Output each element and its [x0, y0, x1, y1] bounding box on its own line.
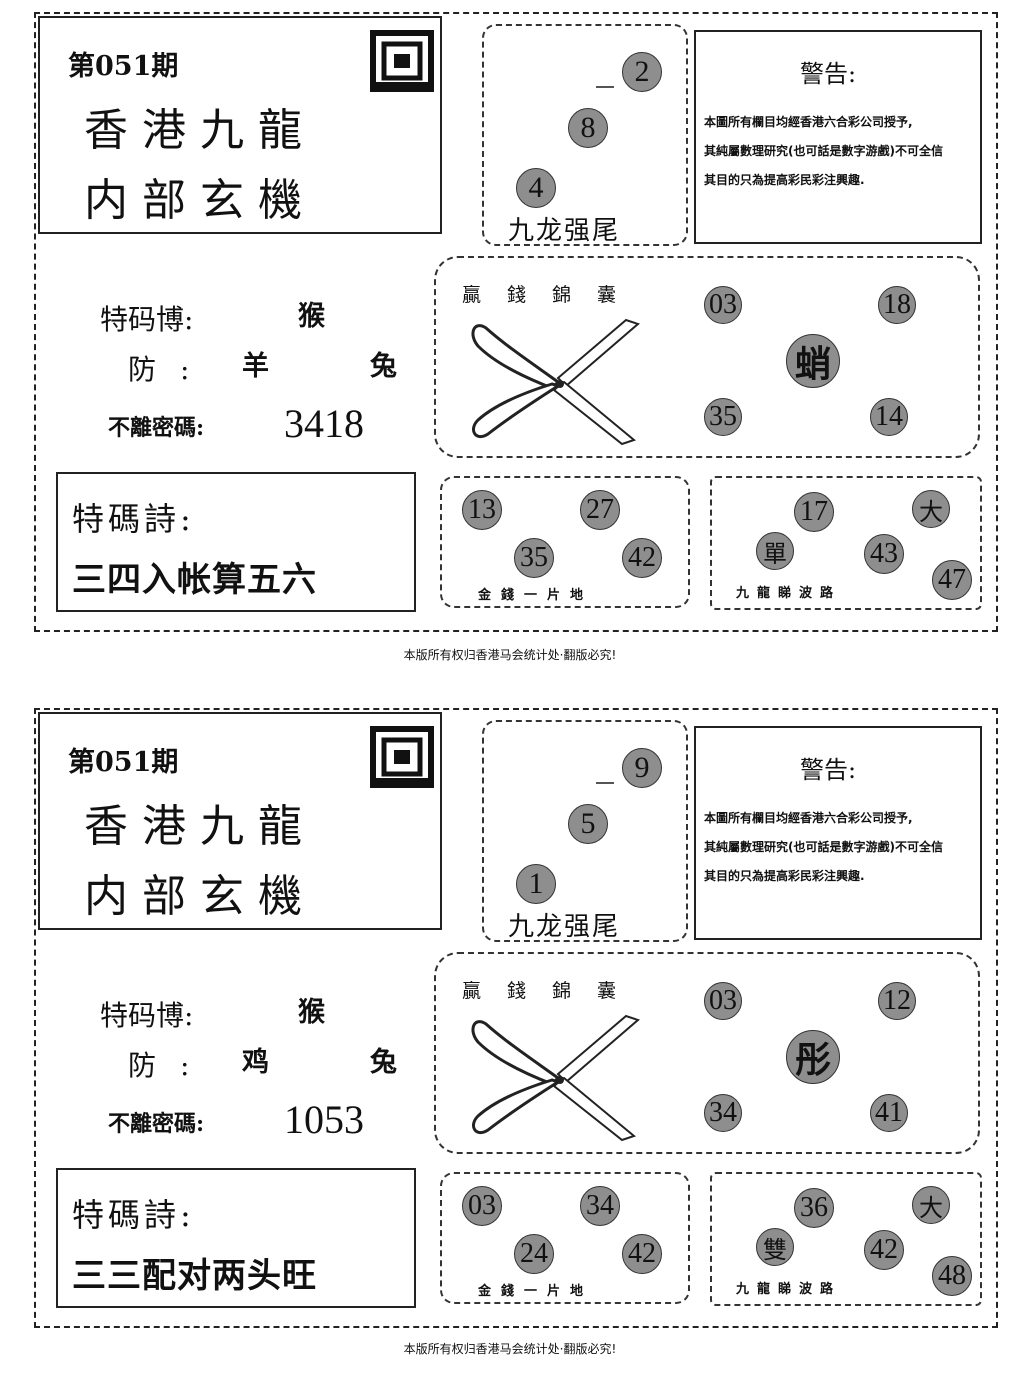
- pouch-box: 贏錢錦囊 03 12 彤 34 41: [434, 952, 980, 1154]
- gold-label: 金錢一片地: [478, 1284, 594, 1299]
- footer-copyright: 本版所有权归香港马会统计处·翻版必究!: [403, 648, 617, 662]
- title-line-2: 内部玄機: [84, 175, 316, 226]
- title-line-1: 香港九龍: [84, 801, 316, 852]
- gold-box: 13 27 35 42 金錢一片地: [440, 476, 690, 608]
- issue-number: 第051期: [68, 747, 179, 778]
- special-label: 特码博:: [100, 303, 194, 336]
- gold-ball: 24: [514, 1234, 554, 1274]
- pouch-center-ball: 蛸: [786, 334, 840, 388]
- wave-ball: 43: [864, 534, 904, 574]
- issue-panel-2: 第051期 香港九龍 内部玄機 9 5 1 九龙强尾 警告: 本圖所有欄目均經香…: [34, 708, 998, 1328]
- issue-number: 第051期: [68, 51, 179, 82]
- guard-value-1: 鸡: [242, 1047, 269, 1078]
- title-line-1: 香港九龍: [84, 105, 316, 156]
- tail-ball: 1: [516, 864, 556, 904]
- code-value: 1053: [284, 1097, 364, 1142]
- gold-ball: 13: [462, 490, 502, 530]
- pouch-ball: 35: [704, 398, 742, 436]
- wave-box: 17 大 單 43 47 九龍睇波路: [710, 476, 982, 610]
- wave-label: 九龍睇波路: [736, 586, 842, 601]
- pouch-label: 贏錢錦囊: [462, 980, 643, 1002]
- pouch-ball: 18: [878, 286, 916, 324]
- warning-title: 警告:: [800, 60, 857, 88]
- guard-value-1: 羊: [242, 351, 269, 382]
- footer-copyright: 本版所有权归香港马会统计处·翻版必究!: [403, 1342, 617, 1356]
- tail-ball: 4: [516, 168, 556, 208]
- poem-label: 特碼詩:: [72, 500, 195, 538]
- wave-parity-ball: 單: [756, 532, 794, 570]
- guard-label: 防:: [128, 353, 214, 386]
- warning-line: 其純屬數理研究(也可話是數字游戲)不可全信: [704, 840, 943, 854]
- tail-ball: 5: [568, 804, 608, 844]
- poem-text: 三四入帐算五六: [72, 560, 317, 600]
- gold-box: 03 34 24 42 金錢一片地: [440, 1172, 690, 1304]
- pouch-ball: 03: [704, 286, 742, 324]
- pouch-ball: 41: [870, 1094, 908, 1132]
- warning-title: 警告:: [800, 756, 857, 784]
- gold-ball: 42: [622, 538, 662, 578]
- warning-line: 本圖所有欄目均經香港六合彩公司授予,: [704, 811, 913, 825]
- code-label: 不離密碼:: [108, 415, 205, 441]
- warning-line: 其純屬數理研究(也可話是數字游戲)不可全信: [704, 144, 943, 158]
- pouch-ball: 03: [704, 982, 742, 1020]
- wave-big-ball: 大: [912, 1186, 950, 1224]
- tail-box: 2 8 4 九龙强尾: [482, 24, 688, 246]
- poem-label: 特碼詩:: [72, 1196, 195, 1234]
- pouch-label: 贏錢錦囊: [462, 284, 643, 306]
- tail-dash: [596, 782, 614, 784]
- wave-parity-ball: 雙: [756, 1228, 794, 1266]
- pouch-ball: 34: [704, 1094, 742, 1132]
- issue-panel-1: 第051期 香港九龍 内部玄機 2 8 4 九龙强尾 警告: 本圖所有欄目均經香…: [34, 12, 998, 632]
- gold-ball: 27: [580, 490, 620, 530]
- warning-box: 警告: 本圖所有欄目均經香港六合彩公司授予, 其純屬數理研究(也可話是數字游戲)…: [694, 726, 982, 940]
- gold-label: 金錢一片地: [478, 588, 594, 603]
- code-value: 3418: [284, 401, 364, 446]
- wave-big-ball: 大: [912, 490, 950, 528]
- gold-ball: 35: [514, 538, 554, 578]
- scissors-icon: [466, 1012, 646, 1144]
- warning-box: 警告: 本圖所有欄目均經香港六合彩公司授予, 其純屬數理研究(也可話是數字游戲)…: [694, 30, 982, 244]
- warning-line: 其目的只為提高彩民彩注興趣.: [704, 869, 865, 883]
- guard-value-2: 兔: [370, 351, 397, 382]
- warning-line: 本圖所有欄目均經香港六合彩公司授予,: [704, 115, 913, 129]
- gold-ball: 34: [580, 1186, 620, 1226]
- tail-box: 9 5 1 九龙强尾: [482, 720, 688, 942]
- seal-logo: [370, 726, 434, 788]
- wave-label: 九龍睇波路: [736, 1282, 842, 1297]
- wave-ball: 36: [794, 1188, 834, 1228]
- tail-label: 九龙强尾: [508, 912, 621, 942]
- wave-ball: 42: [864, 1230, 904, 1270]
- wave-ball: 17: [794, 492, 834, 532]
- scissors-icon: [466, 316, 646, 448]
- pouch-ball: 14: [870, 398, 908, 436]
- title-box: 第051期 香港九龍 内部玄機: [38, 712, 442, 930]
- tail-label: 九龙强尾: [508, 216, 621, 246]
- tail-ball: 2: [622, 52, 662, 92]
- pouch-ball: 12: [878, 982, 916, 1020]
- warning-line: 其目的只為提高彩民彩注興趣.: [704, 173, 865, 187]
- wave-box: 36 大 雙 42 48 九龍睇波路: [710, 1172, 982, 1306]
- seal-logo: [370, 30, 434, 92]
- poem-box: 特碼詩: 三三配对两头旺: [56, 1168, 416, 1308]
- title-line-2: 内部玄機: [84, 871, 316, 922]
- tail-ball: 8: [568, 108, 608, 148]
- tail-ball: 9: [622, 748, 662, 788]
- code-label: 不離密碼:: [108, 1111, 205, 1137]
- guard-label: 防:: [128, 1049, 214, 1082]
- special-value: 猴: [298, 997, 325, 1028]
- poem-box: 特碼詩: 三四入帐算五六: [56, 472, 416, 612]
- gold-ball: 42: [622, 1234, 662, 1274]
- pouch-box: 贏錢錦囊 03 18 蛸 35 14: [434, 256, 980, 458]
- guard-value-2: 兔: [370, 1047, 397, 1078]
- gold-ball: 03: [462, 1186, 502, 1226]
- wave-ball: 48: [932, 1256, 972, 1296]
- special-value: 猴: [298, 301, 325, 332]
- title-box: 第051期 香港九龍 内部玄機: [38, 16, 442, 234]
- tail-dash: [596, 86, 614, 88]
- pouch-center-ball: 彤: [786, 1030, 840, 1084]
- poem-text: 三三配对两头旺: [72, 1256, 317, 1296]
- wave-ball: 47: [932, 560, 972, 600]
- special-label: 特码博:: [100, 999, 194, 1032]
